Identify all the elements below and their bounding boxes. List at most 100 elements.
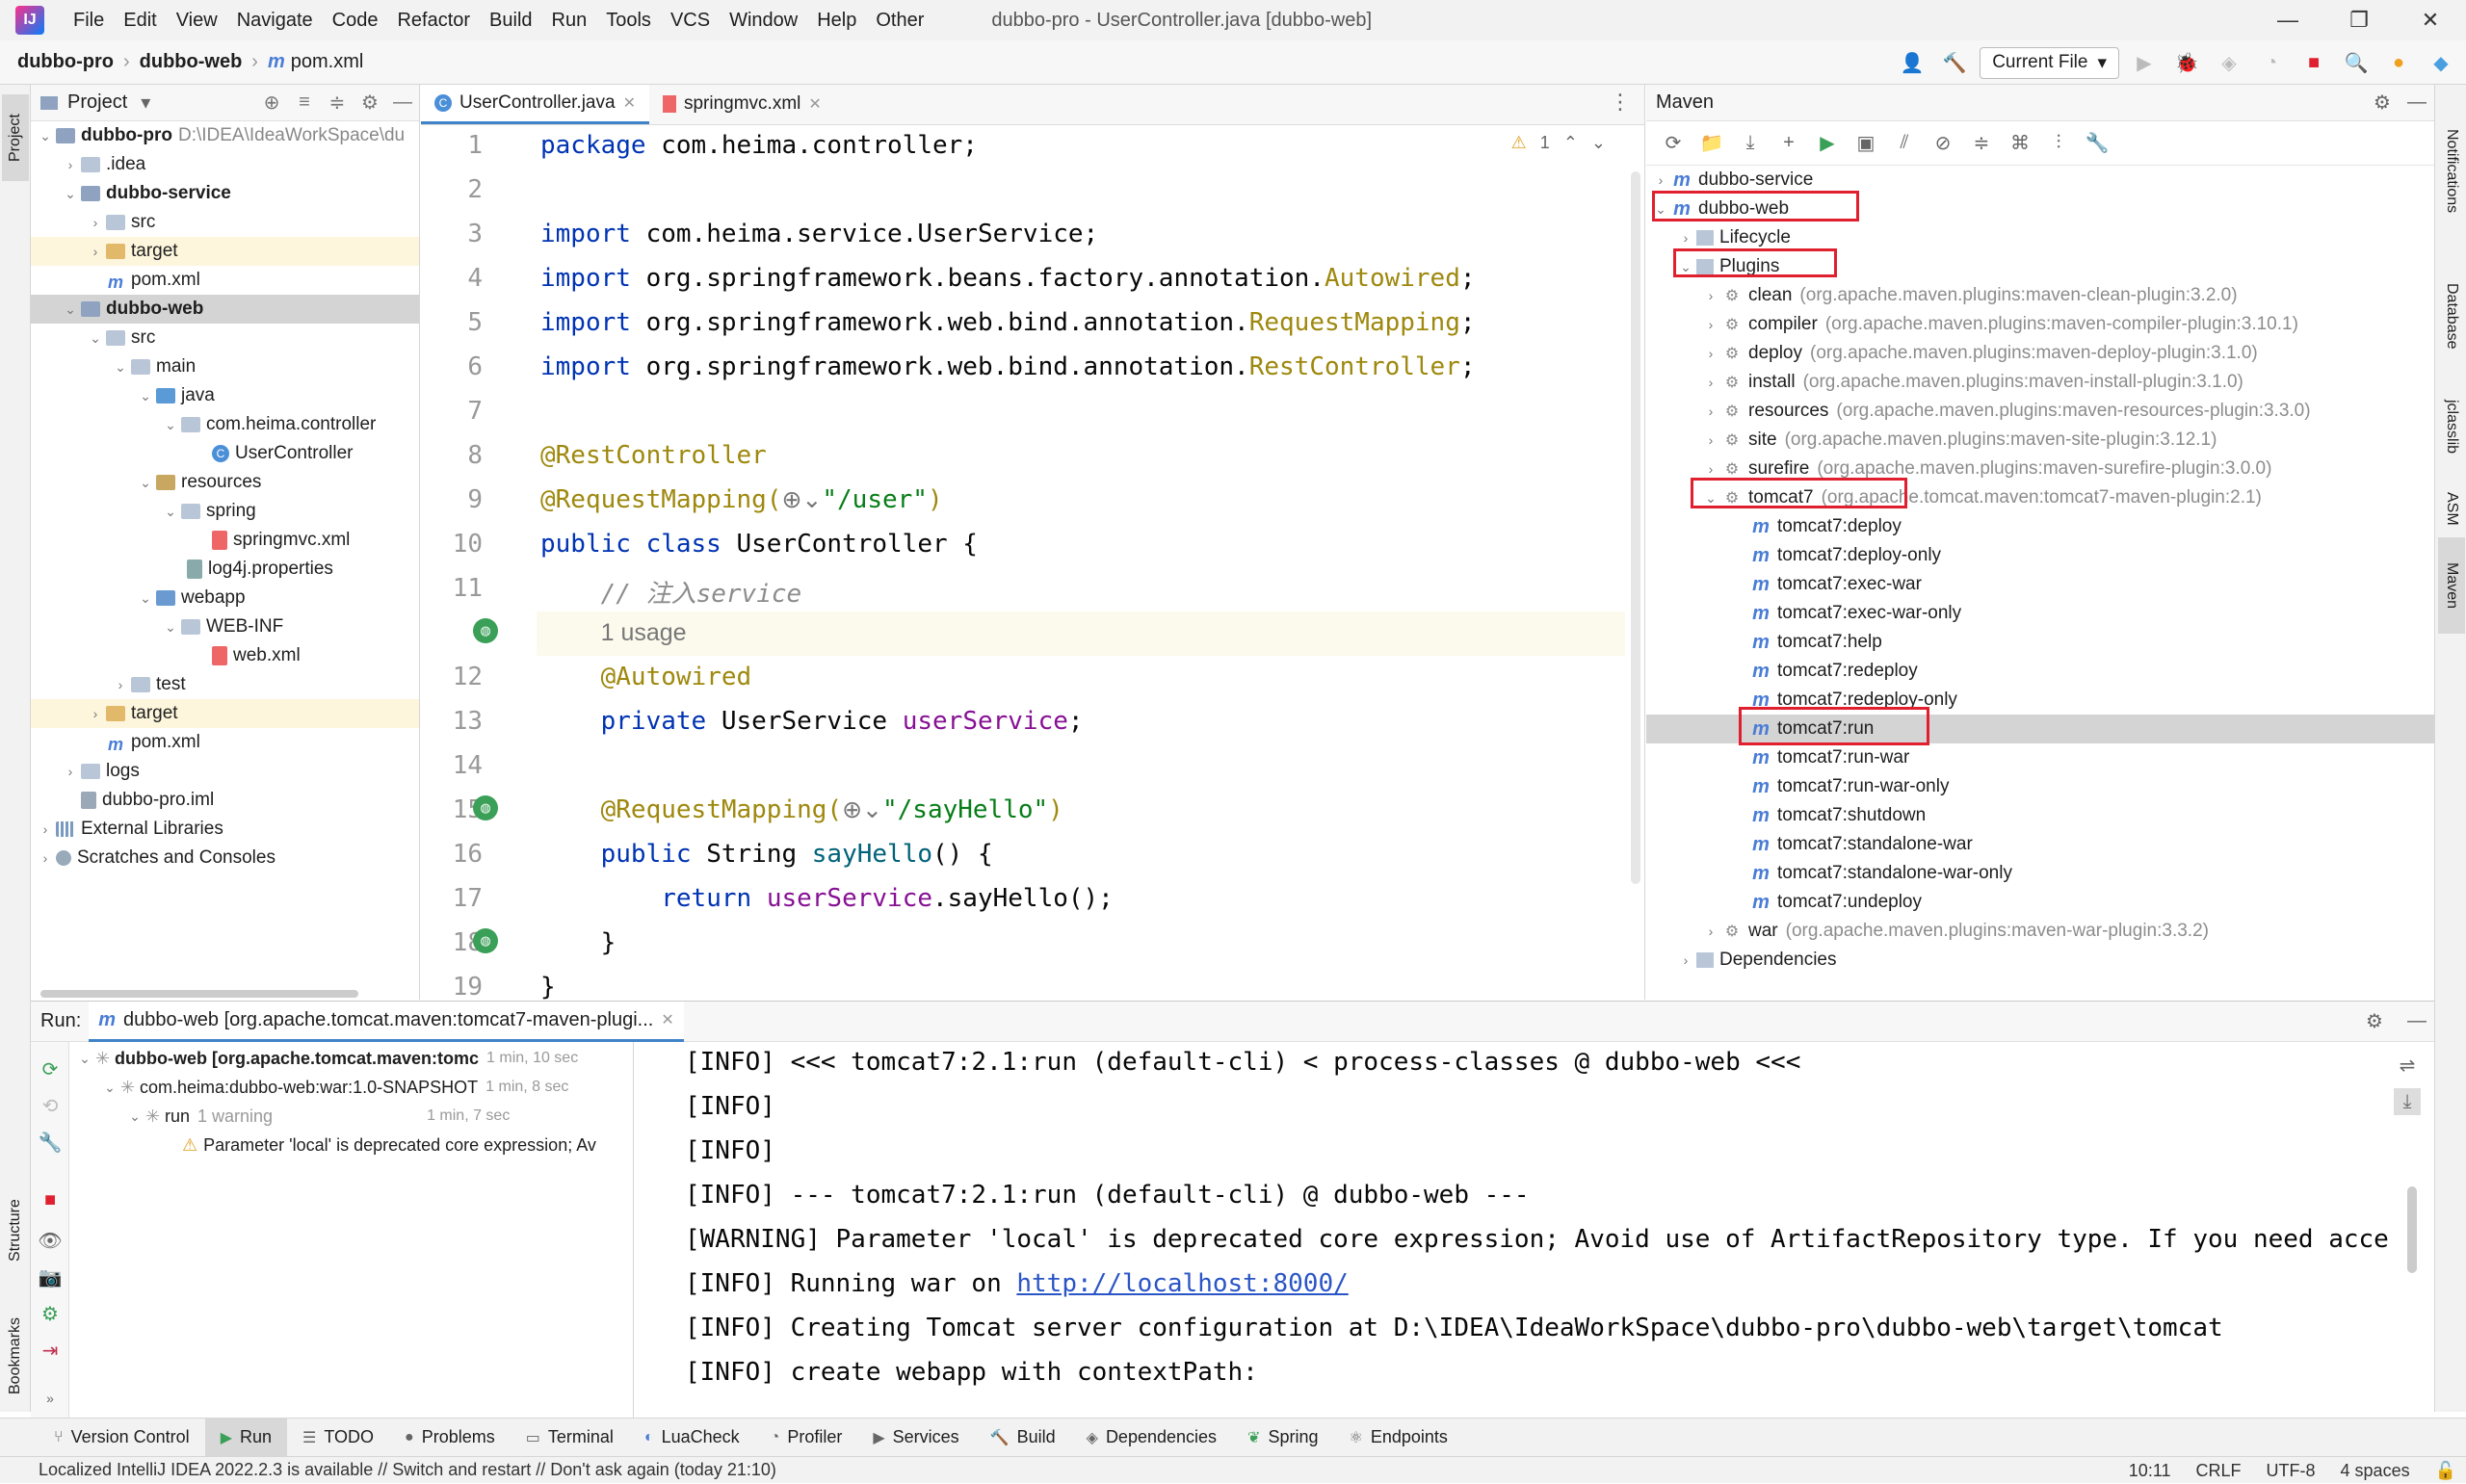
toolwindow-run[interactable]: ▶Run [204,1418,288,1457]
close-icon[interactable]: ✕ [661,1012,674,1028]
chevron-right-icon[interactable]: › [67,764,73,779]
close-icon[interactable]: ✕ [2421,8,2440,32]
menu-vcs[interactable]: VCS [669,9,711,31]
chevron-right-icon[interactable]: › [1658,172,1664,188]
chevron-right-icon[interactable]: › [1708,375,1714,390]
status-message[interactable]: Localized IntelliJ IDEA 2022.2.3 is avai… [39,1460,776,1479]
maven-plugin-install[interactable]: ›⚙install(org.apache.maven.plugins:maven… [1646,368,2434,397]
maven-plugin-deploy[interactable]: ›⚙deploy(org.apache.maven.plugins:maven-… [1646,339,2434,368]
tree-item-dubbo-web[interactable]: ⌄dubbo-web [31,295,419,324]
tree-item-springmvc-xml[interactable]: springmvc.xml [31,526,419,555]
spring-bean-icon[interactable]: ◍ [473,928,498,953]
skip-tests-icon[interactable]: ⊘ [1934,133,1952,154]
chevron-down-icon[interactable]: ⌄ [65,300,76,317]
reload-icon[interactable]: ⟳ [1665,133,1682,154]
more-icon[interactable]: » [46,1391,54,1406]
dependencies-icon[interactable]: ⌘ [2010,133,2030,154]
gear-icon[interactable]: ⚙ [361,92,379,114]
menu-edit[interactable]: Edit [123,9,157,31]
chevron-down-icon[interactable]: ⌄ [104,1079,116,1095]
chevron-down-icon[interactable]: ▾ [141,92,151,114]
generate-sources-icon[interactable]: 📁 [1699,133,1724,154]
inspection-widget[interactable]: ⚠1 ⌃⌄ [1511,133,1606,153]
tree-item-java[interactable]: ⌄java [31,381,419,410]
scroll-to-end-icon[interactable]: ⤓ [2394,1088,2421,1115]
toolwindow-version-control[interactable]: ⑂Version Control [39,1419,205,1457]
indent-setting[interactable]: 4 spaces [2340,1460,2410,1480]
chevron-down-icon[interactable]: ⌄ [79,1050,91,1066]
chevron-down-icon[interactable]: ⌄ [1590,133,1606,152]
toolwindow-services[interactable]: ▶Services [857,1419,974,1457]
globe-icon[interactable]: ⊕⌄ [781,486,823,513]
spring-bean-icon[interactable]: ◍ [473,795,498,820]
chevron-right-icon[interactable]: › [42,821,48,837]
chevron-down-icon[interactable]: ⌄ [165,503,176,519]
add-icon[interactable]: + [1783,132,1795,153]
project-view-title[interactable]: Project [67,91,128,113]
run-config-selector[interactable]: Current File▾ [1980,46,2119,79]
chevron-right-icon[interactable]: › [1708,432,1714,448]
chevron-down-icon[interactable]: ⌄ [165,618,176,635]
menu-refactor[interactable]: Refactor [397,9,471,31]
debug-icon[interactable]: 🐞 [2174,52,2199,74]
toolwindow-spring[interactable]: ❦Spring [1232,1419,1333,1457]
chevron-down-icon[interactable]: ⌄ [65,185,76,201]
show-diagram-icon[interactable]: ⫶ [2056,132,2061,153]
run-tree-item[interactable]: ⌄✳dubbo-web [org.apache.tomcat.maven:tom… [74,1044,578,1073]
chevron-right-icon[interactable]: › [92,706,98,721]
toolwindow-dependencies[interactable]: ◈Dependencies [1071,1419,1232,1457]
chevron-right-icon[interactable]: › [1708,346,1714,361]
run-config-icon[interactable]: ▣ [1856,133,1876,154]
console-link[interactable]: http://localhost:8000/ [1016,1269,1349,1298]
hide-icon[interactable]: — [393,91,412,113]
menu-view[interactable]: View [175,9,218,31]
toolwindow-build[interactable]: 🔨Build [975,1419,1071,1457]
vertical-scrollbar[interactable] [2407,1186,2417,1273]
chevron-right-icon[interactable]: › [42,850,48,866]
maven-plugin-tomcat7[interactable]: ⌄⚙tomcat7(org.apache.tomcat.maven:tomcat… [1646,483,2434,512]
run-icon[interactable]: ▶ [2137,52,2152,74]
menu-help[interactable]: Help [817,9,857,31]
tree-item-external-libraries[interactable]: ›External Libraries [31,815,419,844]
close-icon[interactable]: ✕ [622,94,636,112]
debug-icon[interactable]: ⚙ [41,1303,59,1325]
tab-springmvc[interactable]: springmvc.xml✕ [649,85,835,124]
toolwindow-todo[interactable]: ☰TODO [287,1419,389,1457]
asm-tool-tab[interactable]: ASM [2444,491,2460,526]
gear-icon[interactable]: ⚙ [2366,1011,2383,1032]
chevron-up-icon[interactable]: ⌃ [1562,133,1578,152]
chevron-down-icon[interactable]: ⌄ [129,1107,141,1124]
plugin-logo-icon[interactable]: ◆ [2433,52,2449,74]
profile-icon[interactable]: ◔ [2265,51,2278,73]
maven-dependencies[interactable]: ›Dependencies [1646,946,2434,975]
collapse-all-icon[interactable]: ≑ [1973,133,1990,154]
menu-other[interactable]: Other [876,9,925,31]
usage-hint[interactable]: 1 usage [600,619,687,646]
intellij-logo-icon[interactable]: IJ [15,6,44,35]
run-icon[interactable]: ▶ [1820,133,1835,154]
minimize-icon[interactable]: — [2277,8,2298,32]
soft-wrap-icon[interactable]: ⇌ [2399,1054,2416,1077]
chevron-down-icon[interactable]: ⌄ [115,358,126,375]
chevron-right-icon[interactable]: › [67,157,73,172]
chevron-right-icon[interactable]: › [92,244,98,259]
gear-icon[interactable]: ⚙ [2374,92,2391,114]
stop-icon[interactable]: ■ [43,1188,57,1211]
menu-navigate[interactable]: Navigate [236,9,313,31]
maven-plugin-site[interactable]: ›⚙site(org.apache.maven.plugins:maven-si… [1646,426,2434,455]
tree-item-src[interactable]: ⌄src [31,324,419,352]
chevron-down-icon[interactable]: ⌄ [165,416,176,432]
chevron-right-icon[interactable]: › [1708,404,1714,419]
